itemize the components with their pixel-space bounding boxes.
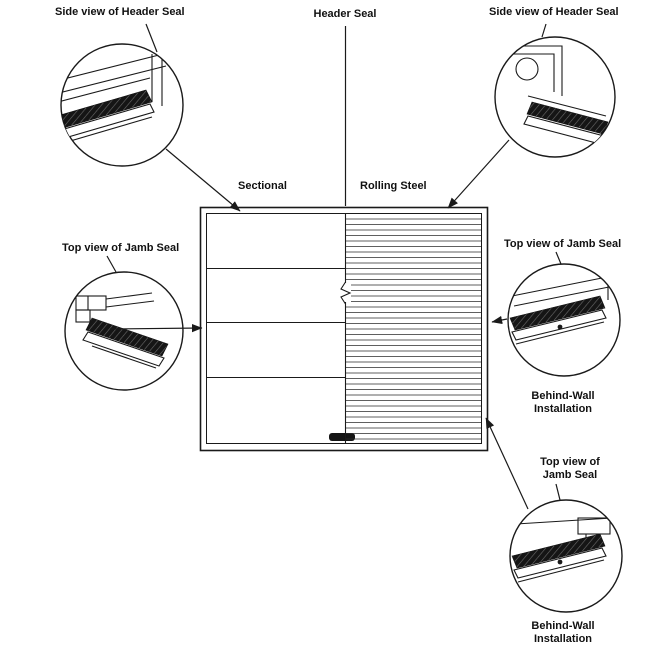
detail-circle-jamb-seal-left xyxy=(64,271,184,391)
fastener xyxy=(557,324,563,330)
brush-seal xyxy=(61,89,153,131)
label-top-view-jamb-seal-right: Top view of Jamb Seal xyxy=(504,238,622,250)
garage-door xyxy=(199,206,489,452)
seal-retainer xyxy=(61,103,155,141)
brush-seal xyxy=(85,317,169,357)
label-tick-top-left xyxy=(145,23,158,53)
brush-seal xyxy=(511,533,606,569)
label-rolling-steel: Rolling Steel xyxy=(360,180,427,192)
label-sectional: Sectional xyxy=(238,180,287,192)
arrow-jamb-seal-bottom xyxy=(485,417,529,510)
label-top-view-jamb-seal-left: Top view of Jamb Seal xyxy=(62,242,180,254)
arrow-jamb-seal-right xyxy=(491,315,508,325)
fastener xyxy=(557,559,563,565)
bulb-seal xyxy=(515,57,539,81)
label-tick-top-right xyxy=(541,23,547,38)
door-handle xyxy=(329,433,355,441)
arrow-jamb-seal-left xyxy=(109,323,203,333)
arrow-header-seal-right xyxy=(447,139,510,209)
brush-seal xyxy=(509,295,606,331)
label-side-view-header-seal-right: Side view of Header Seal xyxy=(489,6,619,18)
detail-circle-jamb-seal-right xyxy=(507,263,621,377)
label-header-seal: Header Seal xyxy=(313,8,377,20)
arrow-header-seal-left xyxy=(165,148,241,212)
rolling-steel-panel xyxy=(346,218,481,440)
label-top-view-jamb-seal-bottom: Top view of Jamb Seal xyxy=(540,456,600,481)
detail-circle-header-seal-right xyxy=(494,36,616,158)
seal-retainer xyxy=(82,331,165,367)
sectional-panel xyxy=(206,268,355,441)
door-inner-frame xyxy=(206,213,482,444)
label-tick-mid-left xyxy=(106,255,117,273)
detail-circle-jamb-seal-bottom xyxy=(509,499,623,613)
detail-circle-header-seal-left xyxy=(60,43,184,167)
label-behind-wall-installation-right: Behind-Wall Installation xyxy=(531,390,595,415)
label-tick-mid-right xyxy=(555,251,562,265)
label-behind-wall-installation-bottom: Behind-Wall Installation xyxy=(531,620,595,645)
break-mark xyxy=(340,281,352,305)
label-side-view-header-seal-left: Side view of Header Seal xyxy=(55,6,185,18)
leader-lines xyxy=(106,23,562,510)
label-tick-bottom-right xyxy=(555,483,561,501)
